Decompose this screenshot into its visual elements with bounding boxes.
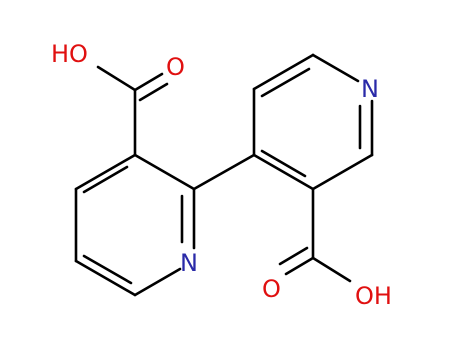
atom-label-o-left: O	[166, 53, 185, 81]
bond	[74, 259, 137, 297]
atom-label-o-right: O	[262, 275, 281, 303]
bond	[133, 267, 182, 297]
bond	[133, 72, 164, 92]
bond	[252, 53, 315, 91]
atom-label-n-left: N	[180, 249, 198, 277]
bond	[82, 254, 133, 285]
bond	[278, 246, 309, 266]
bond	[133, 153, 196, 191]
bond	[192, 153, 256, 191]
bond	[260, 149, 307, 178]
bond	[311, 153, 374, 191]
bond	[260, 67, 311, 98]
atom-label-oh-right: OH	[355, 282, 392, 310]
bond	[96, 65, 137, 92]
atom-label-oh-left: HO	[51, 40, 88, 68]
bond	[311, 256, 352, 283]
bond	[138, 82, 169, 102]
bond	[284, 256, 315, 276]
bond	[311, 53, 360, 83]
bond	[82, 165, 129, 194]
bond	[252, 153, 315, 191]
bond	[74, 153, 137, 191]
atom-label-n-right: N	[361, 75, 379, 103]
atom-labels: HO O N N O OH	[51, 40, 392, 310]
bonds	[74, 53, 374, 297]
